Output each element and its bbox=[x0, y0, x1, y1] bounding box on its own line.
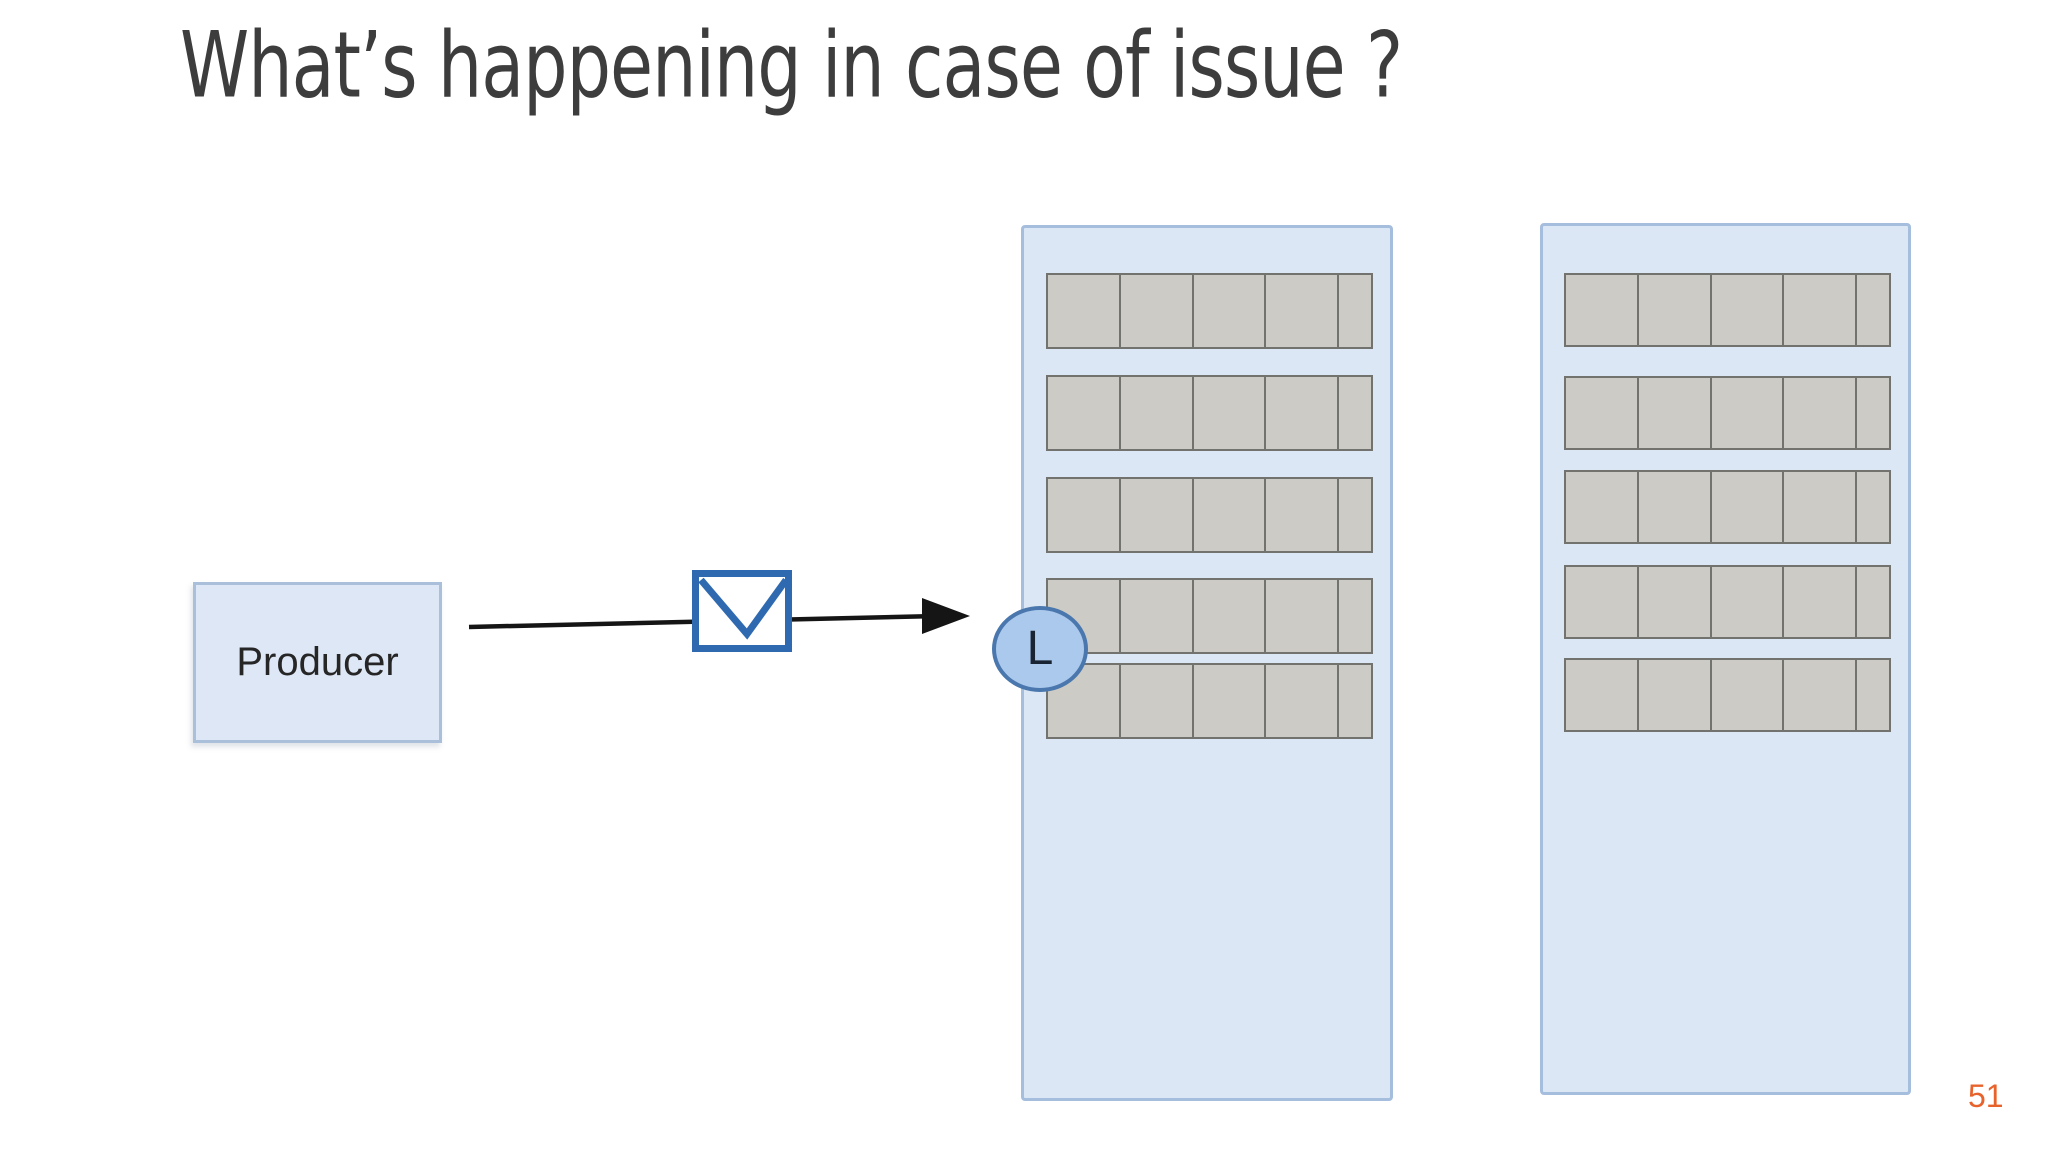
envelope-flap bbox=[698, 577, 789, 640]
log-segment bbox=[1118, 578, 1194, 654]
log-segment bbox=[1264, 578, 1340, 654]
log-segment bbox=[1709, 658, 1785, 732]
log-segment bbox=[1564, 376, 1639, 450]
log-segment bbox=[1855, 273, 1891, 347]
log-segment bbox=[1191, 578, 1267, 654]
log-segment bbox=[1118, 273, 1194, 349]
log-segment bbox=[1118, 375, 1194, 451]
producer-label: Producer bbox=[236, 640, 399, 684]
log-segment bbox=[1046, 375, 1121, 451]
partition-row bbox=[1046, 663, 1373, 739]
log-segment bbox=[1191, 273, 1267, 349]
log-segment bbox=[1337, 663, 1373, 739]
log-segment bbox=[1636, 658, 1712, 732]
log-segment bbox=[1118, 663, 1194, 739]
log-segment bbox=[1337, 477, 1373, 553]
log-segment bbox=[1636, 565, 1712, 639]
log-segment bbox=[1046, 273, 1121, 349]
partition-row bbox=[1046, 477, 1373, 553]
log-segment bbox=[1636, 376, 1712, 450]
log-segment bbox=[1855, 470, 1891, 544]
log-segment bbox=[1564, 273, 1639, 347]
log-segment bbox=[1709, 273, 1785, 347]
log-segment bbox=[1337, 273, 1373, 349]
log-segment bbox=[1709, 470, 1785, 544]
partition-row bbox=[1046, 273, 1373, 349]
log-segment bbox=[1564, 565, 1639, 639]
log-segment bbox=[1191, 375, 1267, 451]
log-segment bbox=[1191, 663, 1267, 739]
log-segment bbox=[1264, 273, 1340, 349]
log-segment bbox=[1709, 565, 1785, 639]
partition-row bbox=[1564, 470, 1891, 544]
partition-row bbox=[1564, 273, 1891, 347]
leader-label: L bbox=[1026, 622, 1054, 675]
broker-column-2 bbox=[1540, 223, 1911, 1095]
log-segment bbox=[1046, 477, 1121, 553]
log-segment bbox=[1264, 375, 1340, 451]
log-segment bbox=[1264, 477, 1340, 553]
log-segment bbox=[1191, 477, 1267, 553]
broker-column-1 bbox=[1021, 225, 1393, 1101]
log-segment bbox=[1782, 376, 1858, 450]
log-segment bbox=[1564, 470, 1639, 544]
partition-row bbox=[1046, 578, 1373, 654]
page-number: 51 bbox=[1968, 1078, 2004, 1114]
log-segment bbox=[1264, 663, 1340, 739]
partition-row bbox=[1564, 658, 1891, 732]
partition-row bbox=[1046, 375, 1373, 451]
message-arrow-line bbox=[468, 613, 939, 630]
log-segment bbox=[1782, 658, 1858, 732]
log-segment bbox=[1709, 376, 1785, 450]
log-segment bbox=[1855, 658, 1891, 732]
partition-row bbox=[1564, 376, 1891, 450]
slide-title: What’s happening in case of issue ? bbox=[180, 12, 1403, 119]
leader-badge: L bbox=[992, 606, 1088, 692]
partition-row bbox=[1564, 565, 1891, 639]
log-segment bbox=[1855, 376, 1891, 450]
log-segment bbox=[1636, 273, 1712, 347]
log-segment bbox=[1337, 375, 1373, 451]
log-segment bbox=[1782, 273, 1858, 347]
producer-box: Producer bbox=[193, 582, 442, 743]
log-segment bbox=[1118, 477, 1194, 553]
envelope-body bbox=[692, 570, 792, 652]
log-segment bbox=[1782, 565, 1858, 639]
log-segment bbox=[1855, 565, 1891, 639]
log-segment bbox=[1564, 658, 1639, 732]
log-segment bbox=[1337, 578, 1373, 654]
arrow-head-icon bbox=[922, 598, 970, 634]
log-segment bbox=[1782, 470, 1858, 544]
envelope-icon bbox=[692, 570, 792, 652]
log-segment bbox=[1636, 470, 1712, 544]
